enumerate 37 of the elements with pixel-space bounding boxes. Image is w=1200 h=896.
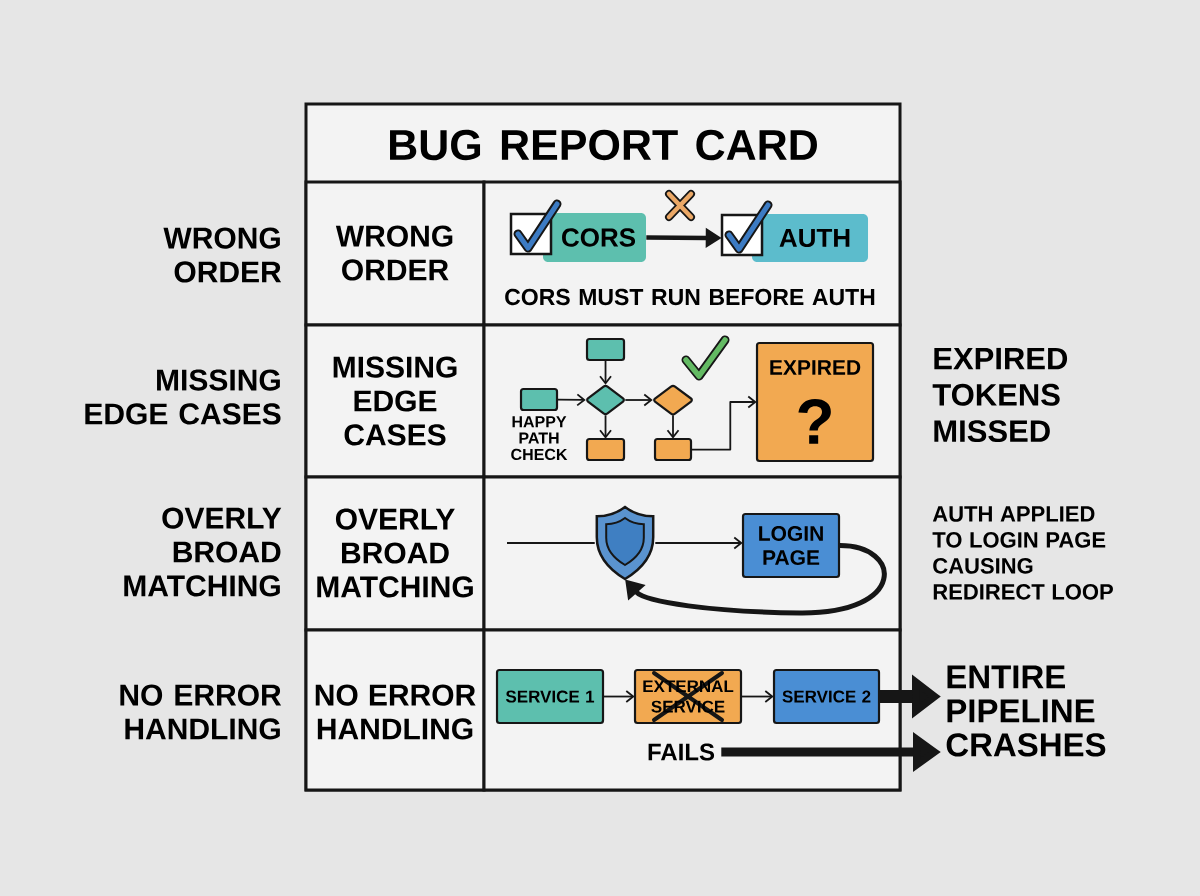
service-box: SERVICE 1 <box>495 668 605 725</box>
row-label: MISSING EDGE CASES <box>85 369 281 425</box>
row-label: NO ERROR HANDLING <box>120 684 282 740</box>
arrow <box>599 414 612 439</box>
arrow <box>690 395 757 451</box>
note-text: EXPIRED TOKENS MISSED <box>932 347 1068 443</box>
arrow <box>556 393 586 407</box>
row-label: OVERLY BROAD MATCHING <box>124 507 282 597</box>
table-cell: WRONG ORDER <box>304 180 486 327</box>
row-label: WRONG ORDER <box>163 227 282 283</box>
table-cell: MISSING EDGE CASES <box>304 323 486 479</box>
node-caption: HAPPY PATH CHECK <box>511 416 568 461</box>
service-box: SERVICE 2 <box>772 668 881 725</box>
decision-diamond <box>653 384 693 416</box>
shield-icon <box>595 505 655 581</box>
outcome-text: ENTIRE PIPELINE CRASHES <box>946 665 1106 757</box>
table-cell: OVERLY BROAD MATCHING <box>304 475 486 632</box>
status-text: FAILS <box>648 743 715 761</box>
arrow <box>602 690 635 703</box>
page-box: LOGIN PAGE <box>741 512 841 579</box>
process-box <box>653 437 693 462</box>
arrow <box>625 543 887 616</box>
connector-line <box>506 542 596 544</box>
status-box: EXPIRED ? <box>755 341 875 463</box>
arrow <box>624 393 653 407</box>
highlight-box: AUTH <box>720 200 868 262</box>
highlight-box: CORS <box>509 199 646 262</box>
arrow <box>654 536 743 550</box>
arrow <box>740 690 774 703</box>
process-box <box>585 337 626 362</box>
arrow <box>599 359 612 385</box>
process-box <box>585 437 626 462</box>
arrow <box>666 414 680 439</box>
note-text: AUTH APPLIED TO LOGIN PAGE CAUSING REDIRECT LOOP <box>932 506 1113 600</box>
decision-diamond <box>586 384 625 416</box>
table-cell: NO ERROR HANDLING <box>304 628 486 792</box>
process-box <box>519 387 559 412</box>
